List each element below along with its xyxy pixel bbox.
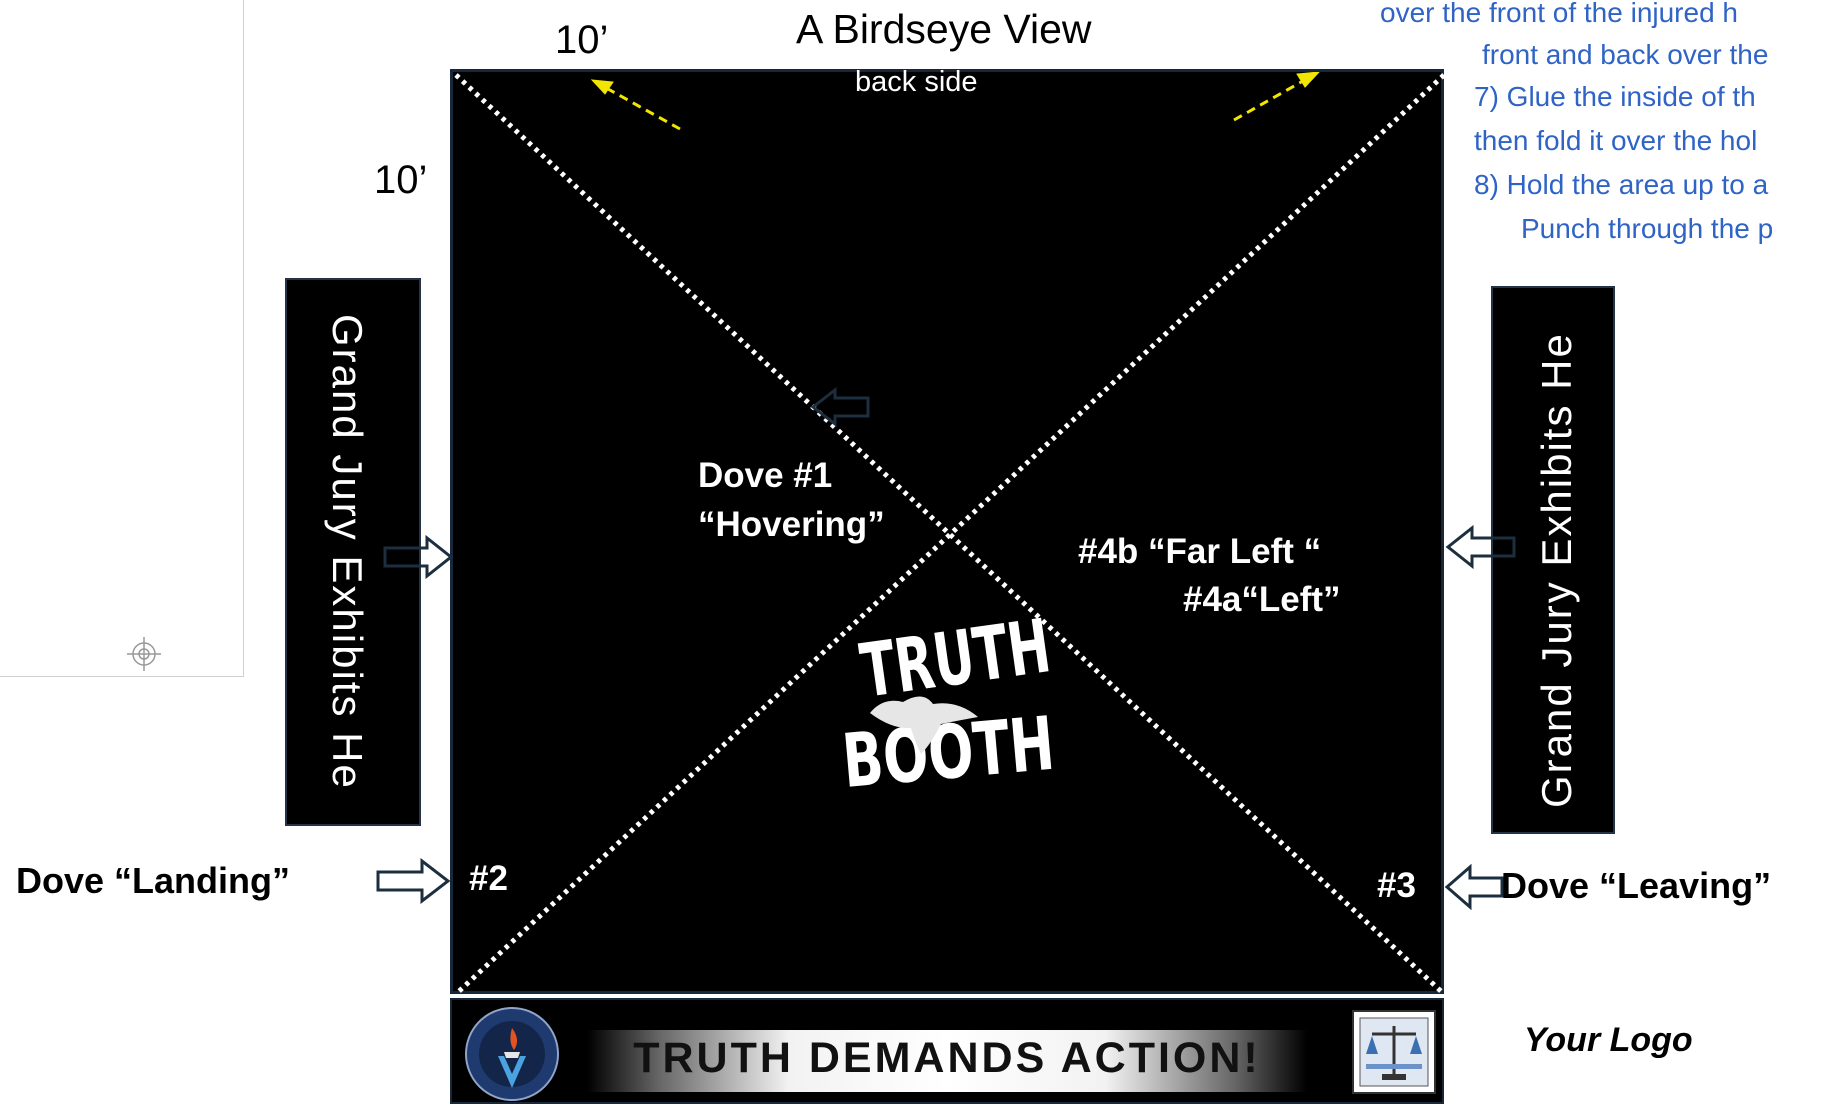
label-3: #3 (1377, 866, 1416, 906)
instruction-line: Punch through the p (1521, 206, 1773, 251)
left-panel-text: Grand Jury Exhibits He (323, 314, 371, 790)
hollow-arrow-icon (813, 390, 868, 424)
instruction-line: 8) Hold the area up to a (1474, 162, 1768, 207)
yellow-arrow-right (1234, 72, 1319, 120)
dove-leaving-label: Dove “Leaving” (1501, 865, 1771, 907)
dove1-name: Dove #1 (698, 456, 832, 496)
truth-action-project-logo (464, 1006, 560, 1102)
dimension-side: 10’ (374, 158, 427, 203)
hollow-arrow-leaving-icon (1444, 864, 1504, 910)
bottom-banner: TRUTH DEMANDS ACTION! (450, 998, 1444, 1104)
your-logo-label: Your Logo (1524, 1021, 1693, 1060)
hollow-arrow-left-icon (1444, 525, 1516, 569)
label-left: #4a“Left” (1183, 580, 1341, 620)
dimension-top: 10’ (555, 18, 608, 63)
hollow-arrow-landing-icon (376, 858, 452, 904)
dove-landing-label: Dove “Landing” (16, 860, 290, 902)
svg-text:TRUTH: TRUTH (856, 603, 1056, 715)
label-far-left: #4b “Far Left “ (1078, 532, 1321, 572)
back-side-label: back side (855, 66, 978, 99)
dove1-desc: “Hovering” (698, 505, 885, 545)
banner-strip: TRUTH DEMANDS ACTION! (587, 1030, 1307, 1092)
banner-text: TRUTH DEMANDS ACTION! (587, 1034, 1307, 1083)
instruction-line: front and back over the (1482, 32, 1768, 77)
crosshair-icon (126, 636, 162, 672)
hollow-arrow-right-icon (383, 535, 455, 579)
instruction-line: 7) Glue the inside of th (1474, 74, 1756, 119)
diagram-title: A Birdseye View (796, 6, 1092, 53)
page-edge-horizontal (0, 676, 244, 677)
yellow-arrow-left (592, 80, 680, 129)
instruction-line: then fold it over the hol (1474, 118, 1757, 163)
right-panel-text: Grand Jury Exhibits He (1533, 332, 1581, 808)
page-edge-vertical (243, 0, 244, 677)
label-2: #2 (469, 859, 508, 899)
instruction-line: over the front of the injured h (1380, 0, 1738, 35)
justice-scales-logo-icon (1352, 1010, 1436, 1094)
truth-booth-logo: TRUTH BOOTH (839, 603, 1058, 805)
